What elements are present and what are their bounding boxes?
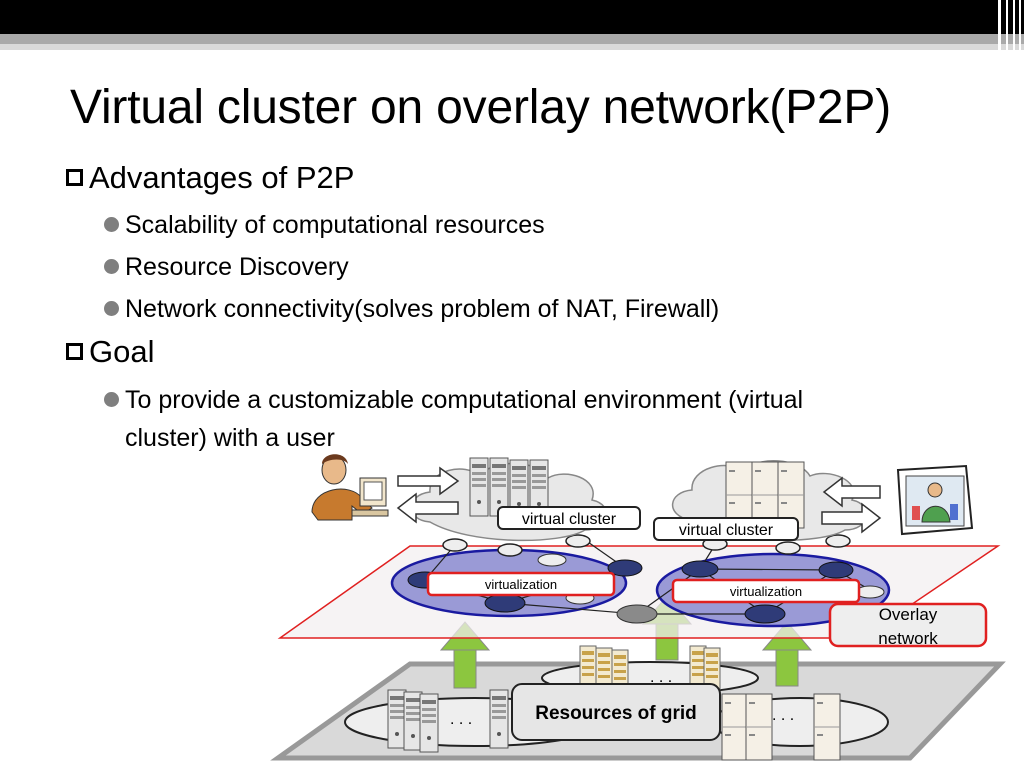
- arrow-right-icon: [397, 466, 460, 496]
- virtual-cluster-label-box: [497, 506, 641, 530]
- section-heading: Advantages of P2P: [89, 160, 355, 195]
- network-node: [607, 559, 643, 577]
- ellipsis: . . .: [650, 669, 672, 686]
- ellipsis: . . .: [772, 707, 794, 724]
- square-bullet-icon: [66, 343, 83, 360]
- user-at-computer-icon: [311, 454, 389, 521]
- top-band: [0, 34, 1024, 44]
- round-bullet-icon: [104, 259, 119, 274]
- arrow-right-icon: [821, 502, 882, 534]
- server-icon: [419, 693, 439, 753]
- ellipsis: . . .: [450, 711, 472, 728]
- network-node: [537, 553, 567, 567]
- grid-label: Resources of grid: [535, 703, 697, 724]
- server-icon: [387, 689, 407, 749]
- server-icon: [469, 457, 489, 517]
- section-goal: Goal: [66, 334, 154, 370]
- bullet-item: Scalability of computational resources: [104, 206, 545, 244]
- virtual-cluster-label: virtual cluster: [522, 511, 617, 528]
- virtualization-box: [671, 578, 861, 604]
- scientist-icon: [896, 464, 974, 536]
- virtualization-label: virtualization: [485, 577, 557, 592]
- server-icon: [489, 689, 509, 749]
- virtualization-label: virtualization: [730, 584, 802, 599]
- slide-title: Virtual cluster on overlay network(P2P): [70, 81, 891, 134]
- rack-icon: [721, 693, 749, 761]
- network-node: [681, 560, 719, 578]
- arrow-left-icon: [396, 492, 459, 524]
- bullet-continuation: cluster) with a user: [125, 424, 335, 452]
- arrow-left-icon: [822, 476, 881, 508]
- virtual-cluster-label: virtual cluster: [679, 522, 774, 539]
- section-advantages: Advantages of P2P: [66, 160, 354, 196]
- rack-icon: [745, 693, 773, 761]
- network-node: [616, 604, 658, 624]
- virtual-cluster-label-box: [653, 517, 799, 541]
- rack-icon: [813, 693, 841, 761]
- square-bullet-icon: [66, 169, 83, 186]
- grid-label-box: [511, 683, 721, 741]
- bullet-item: Network connectivity(solves problem of N…: [104, 290, 719, 328]
- network-node: [744, 604, 786, 624]
- section-heading: Goal: [89, 334, 155, 369]
- round-bullet-icon: [104, 392, 119, 407]
- overlay-label-box: [828, 602, 988, 648]
- bullet-item: Resource Discovery: [104, 248, 349, 286]
- top-band-light: [0, 44, 1024, 50]
- top-bar: [0, 0, 1024, 34]
- network-node: [818, 561, 854, 579]
- overlay-label-line2: network: [878, 629, 938, 648]
- round-bullet-icon: [104, 217, 119, 232]
- network-node: [484, 593, 526, 613]
- corner-decoration: [998, 0, 1021, 60]
- virtualization-box: [426, 571, 616, 597]
- server-icon: [403, 691, 423, 751]
- connector-bubbles: [442, 534, 851, 557]
- overlay-label-line1: Overlay: [879, 605, 938, 624]
- round-bullet-icon: [104, 301, 119, 316]
- bullet-item: To provide a customizable computational …: [104, 381, 803, 457]
